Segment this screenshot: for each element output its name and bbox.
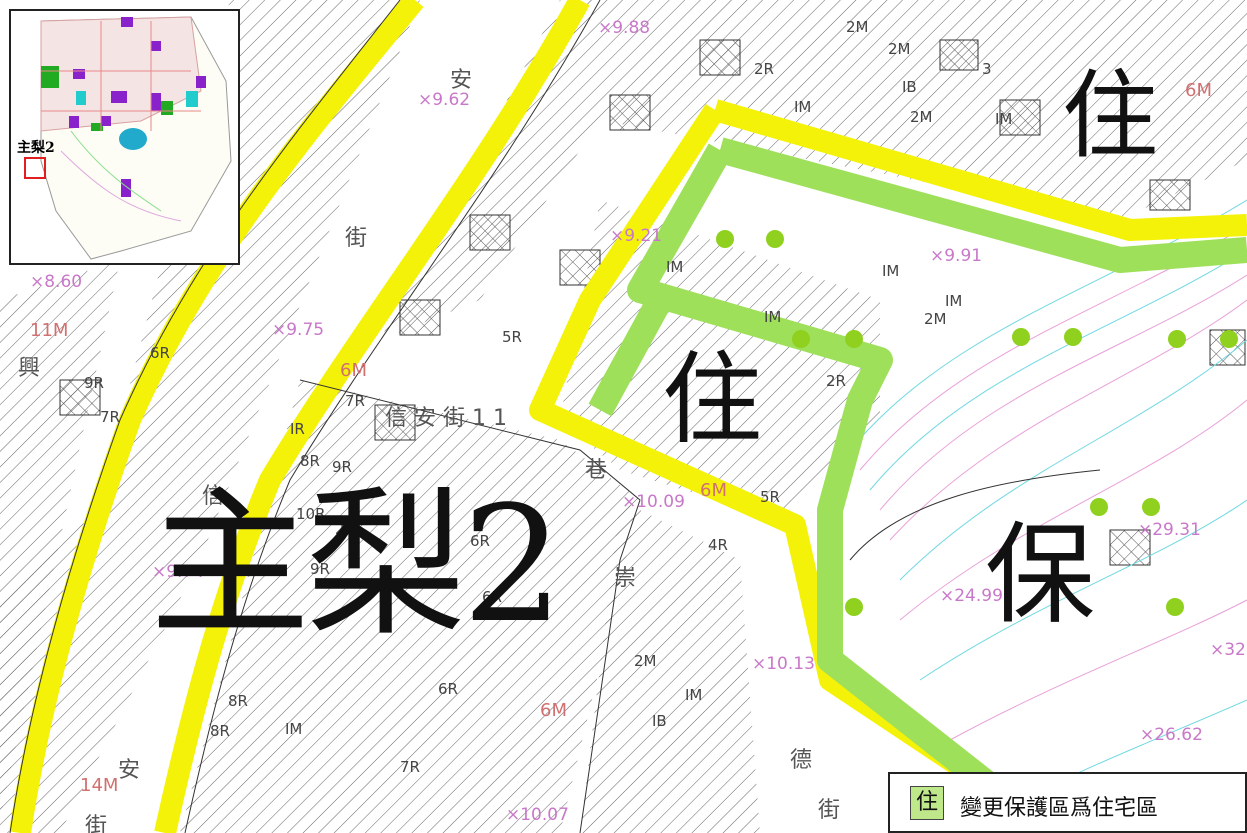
building-tag: 8R — [228, 692, 248, 710]
building-tag: IM — [764, 308, 782, 326]
tree-marker — [845, 330, 863, 348]
building-tag: 7R — [100, 408, 120, 426]
inset-location-label: 主梨2 — [17, 140, 55, 156]
building-tag: 8R — [300, 452, 320, 470]
building-tag: 2M — [634, 652, 657, 670]
street-label: 崇 — [614, 566, 637, 591]
street-label: 安 — [450, 68, 473, 93]
elevation-point: ×26.62 — [1140, 725, 1203, 745]
building-tag: 4R — [708, 536, 728, 554]
building-tag: 6R — [438, 680, 458, 698]
building-tag: 10R — [296, 505, 326, 523]
elevation-point: ×24.99 — [940, 586, 1003, 606]
elevation-point: ×9.62 — [418, 90, 471, 110]
tree-marker — [766, 230, 784, 248]
building-tag: 9R — [332, 458, 352, 476]
road-width-label: 14M — [80, 775, 119, 796]
building-tag: IM — [794, 98, 812, 116]
street-label: 信 安 街 1 1 — [385, 406, 507, 431]
legend-text: 變更保護區爲住宅區 — [960, 796, 1159, 821]
building-tag: 2M — [888, 40, 911, 58]
elevation-point: ×8.60 — [30, 272, 83, 292]
zone-label-main: 主梨2 — [150, 471, 564, 658]
rezone-area — [588, 137, 1247, 833]
building-tag: 9R — [84, 374, 104, 392]
elevation-point: ×9.91 — [930, 246, 983, 266]
building-tag: IR — [290, 420, 305, 438]
street-label: 街 — [818, 798, 841, 823]
building-tag: 2M — [924, 310, 947, 328]
map-legend: 住 變更保護區爲住宅區 — [888, 772, 1247, 833]
building-tag: 3 — [982, 60, 992, 78]
building-tag: 6R — [150, 344, 170, 362]
elevation-point: ×29.31 — [1138, 520, 1201, 540]
building-tag: IM — [685, 686, 703, 704]
legend-swatch: 住 — [910, 786, 944, 820]
building-tag: 2R — [335, 520, 355, 538]
building-tag: IM — [995, 110, 1013, 128]
elevation-point: ×10.07 — [506, 805, 569, 825]
tree-marker — [1012, 328, 1030, 346]
building-tag: 2R — [754, 60, 774, 78]
elevation-point: ×9.88 — [598, 18, 651, 38]
elevation-point: ×9.21 — [610, 226, 663, 246]
street-label: 街 — [85, 814, 108, 833]
elevation-point: ×9.74 — [152, 562, 205, 582]
tree-marker — [1142, 498, 1160, 516]
zone-label-protection: 保 — [985, 511, 1095, 639]
building-tag: IM — [666, 258, 684, 276]
tree-marker — [1064, 328, 1082, 346]
tree-marker — [716, 230, 734, 248]
tree-marker — [1220, 330, 1238, 348]
building-tag: 6R — [482, 588, 502, 606]
elevation-point: ×32. — [1210, 640, 1247, 660]
building-tag: 8R — [210, 722, 230, 740]
road-width-label: 11M — [30, 320, 69, 341]
zone-label-residential-top: 住 — [1062, 60, 1158, 172]
building-tag: 7R — [345, 392, 365, 410]
inset-map-graphic — [40, 16, 232, 260]
inset-location-marker — [24, 157, 46, 179]
zone-label-residential-center: 住 — [662, 341, 762, 458]
building-tag: 5R — [760, 488, 780, 506]
elevation-point: ×9.75 — [272, 320, 325, 340]
tree-marker — [1168, 330, 1186, 348]
building-tag: 2R — [826, 372, 846, 390]
street-label: 巷 — [585, 458, 608, 483]
elevation-point: ×10.13 — [752, 654, 815, 674]
building-tag: IM — [882, 262, 900, 280]
street-label: 興 — [18, 356, 41, 381]
road-edges — [9, 0, 1101, 833]
building-tag: 6R — [470, 532, 490, 550]
elevation-point: ×10.09 — [622, 492, 685, 512]
building-tag: 2M — [910, 108, 933, 126]
building-tag: 7R — [400, 758, 420, 776]
buildings — [59, 39, 1246, 566]
street-label: 街 — [345, 226, 368, 251]
street-label: 德 — [790, 748, 813, 773]
building-tag: 5R — [502, 328, 522, 346]
road-width-label: 6M — [1185, 80, 1212, 101]
building-tag: 9R — [310, 560, 330, 578]
street-label: 信 — [202, 484, 225, 509]
building-tag: IB — [652, 712, 667, 730]
tree-marker — [845, 598, 863, 616]
road-width-label: 6M — [540, 700, 567, 721]
building-tag: IM — [285, 720, 303, 738]
building-tag: IB — [902, 78, 917, 96]
street-label: 安 — [118, 758, 141, 783]
road-width-label: 6M — [340, 360, 367, 381]
building-tag: IM — [945, 292, 963, 310]
tree-marker — [792, 330, 810, 348]
tree-marker — [1166, 598, 1184, 616]
inset-overview-map: 主梨2 — [9, 9, 240, 265]
tree-marker — [1090, 498, 1108, 516]
building-tag: 2M — [846, 18, 869, 36]
road-width-label: 6M — [700, 480, 727, 501]
